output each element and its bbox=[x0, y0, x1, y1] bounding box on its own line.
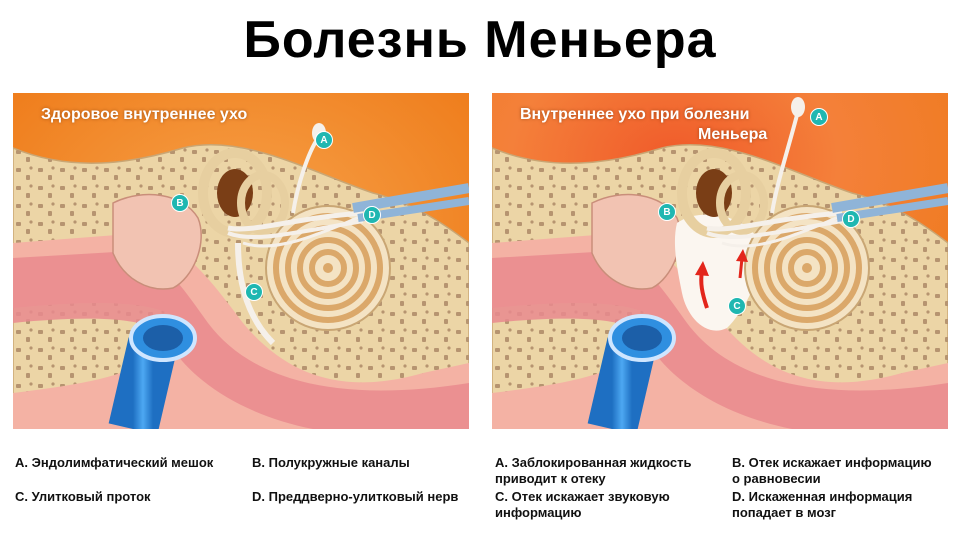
marker-b: B bbox=[171, 194, 189, 212]
legend-right-d-line-1: D. Искаженная информация bbox=[732, 489, 913, 504]
legend-left-c: C. Улитковый проток bbox=[15, 489, 151, 504]
legend-right-a-line-2: приводит к отеку bbox=[495, 471, 606, 486]
disease-ear-illustration: Внутреннее ухо при болезни Меньера A B D… bbox=[492, 93, 948, 429]
disease-panel-caption: Внутреннее ухо при болезни Меньера bbox=[520, 105, 767, 145]
legend-right-a-line-1: A. Заблокированная жидкость bbox=[495, 455, 692, 470]
legend-right-a: A. Заблокированная жидкость приводит к о… bbox=[495, 455, 691, 487]
legend-right-b: B. Отек искажает информацию о равновесии bbox=[732, 455, 932, 487]
legend-right-d-line-2: попадает в мозг bbox=[732, 505, 837, 520]
legend-left-a: A. Эндолимфатический мешок bbox=[15, 455, 214, 470]
marker-a: A bbox=[810, 108, 828, 126]
marker-c: C bbox=[728, 297, 746, 315]
legend-right-c-line-2: информацию bbox=[495, 505, 582, 520]
legend-right-d: D. Искаженная информация попадает в мозг bbox=[732, 489, 912, 521]
disease-caption-line-2: Меньера bbox=[698, 126, 768, 143]
marker-a: A bbox=[315, 131, 333, 149]
marker-b: B bbox=[658, 203, 676, 221]
legend-right-c: C. Отек искажает звуковую информацию bbox=[495, 489, 670, 521]
disease-caption-line-1: Внутреннее ухо при болезни bbox=[520, 106, 750, 123]
legend-left-b: B. Полукружные каналы bbox=[252, 455, 410, 470]
healthy-ear-illustration: Здоровое внутреннее ухо A B D C bbox=[13, 93, 469, 429]
marker-d: D bbox=[842, 210, 860, 228]
healthy-panel-caption: Здоровое внутреннее ухо bbox=[41, 106, 248, 123]
legend-right-b-line-1: B. Отек искажает информацию bbox=[732, 455, 932, 470]
page-title: Болезнь Меньера bbox=[243, 11, 717, 69]
marker-c: C bbox=[245, 283, 263, 301]
healthy-ear-drawing bbox=[13, 93, 469, 429]
legend-right-c-line-1: C. Отек искажает звуковую bbox=[495, 489, 670, 504]
marker-d: D bbox=[363, 206, 381, 224]
disease-ear-drawing bbox=[492, 93, 948, 429]
legend-left-d: D. Преддверно-улитковый нерв bbox=[252, 489, 459, 504]
legend-right-b-line-2: о равновесии bbox=[732, 471, 821, 486]
